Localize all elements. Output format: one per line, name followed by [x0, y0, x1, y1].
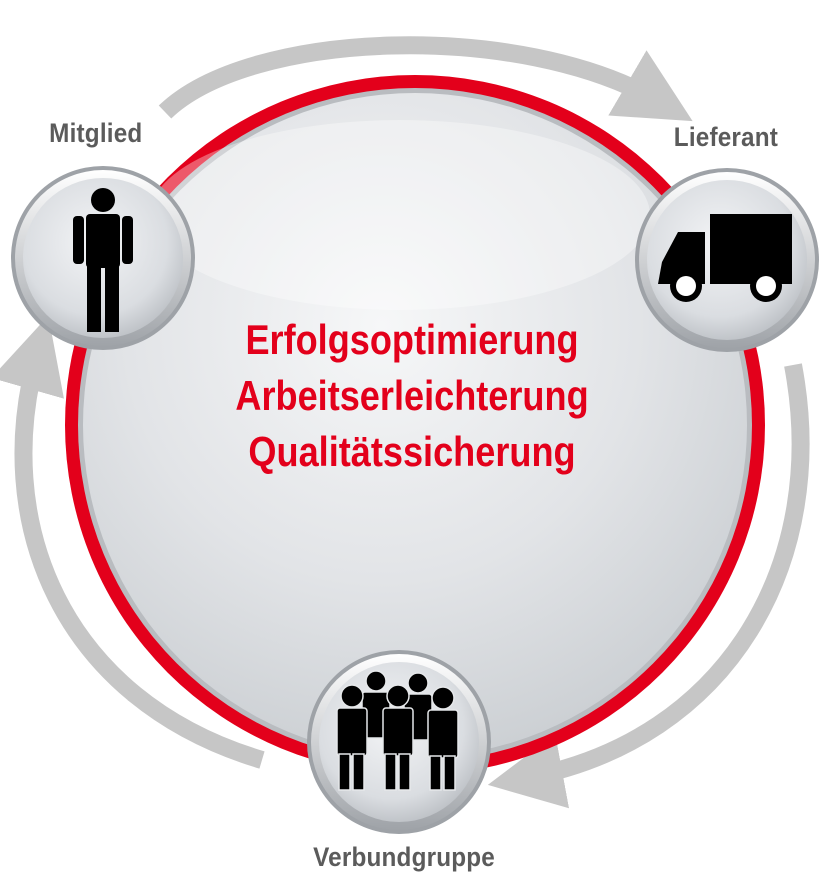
central-text: Erfolgsoptimierung Arbeitserleichterung … [150, 312, 674, 480]
person-icon [73, 188, 133, 332]
node-member [11, 166, 195, 350]
truck-icon [658, 214, 792, 302]
arrow-member-to-supplier [158, 36, 693, 122]
node-group [307, 650, 491, 834]
central-line-3: Qualitätssicherung [248, 428, 576, 475]
arrow-group-to-member [0, 315, 265, 769]
label-member: Mitglied [49, 118, 143, 148]
central-line-2: Arbeitserleichterung [235, 372, 589, 419]
central-line-1: Erfolgsoptimierung [245, 316, 579, 363]
arrow-supplier-to-group [487, 363, 810, 809]
central-circle-gloss [150, 120, 650, 310]
people-group-icon [336, 670, 459, 791]
label-supplier: Lieferant [673, 122, 779, 152]
label-group: Verbundgruppe [313, 842, 496, 872]
node-supplier [635, 168, 819, 352]
central-circle [83, 93, 747, 757]
